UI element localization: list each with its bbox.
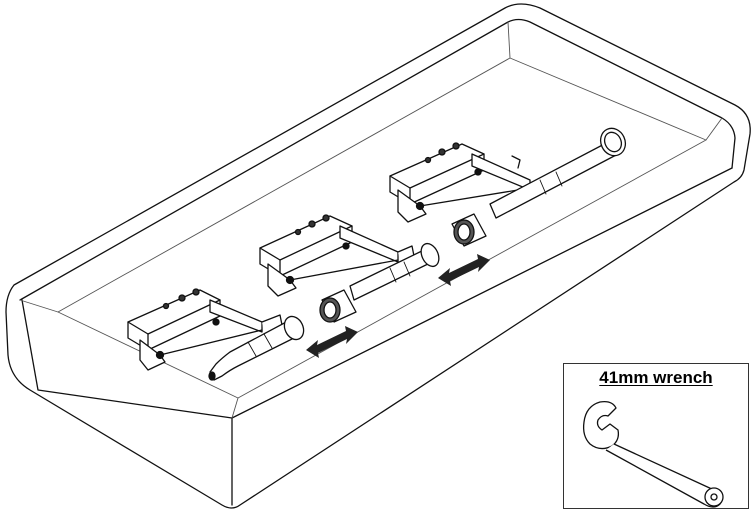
manifold-assembly-1 — [127, 288, 305, 381]
tray — [5, 3, 751, 509]
separation-arrow-1 — [306, 326, 358, 358]
manifold-assembly-2 — [259, 214, 440, 323]
manifold-assembly-3 — [389, 127, 627, 247]
open-end-wrench-icon — [582, 400, 724, 508]
separation-arrow-2 — [438, 254, 490, 286]
callout-title: 41mm wrench — [599, 368, 713, 387]
wrench-callout-box: 41mm wrench — [563, 363, 749, 509]
